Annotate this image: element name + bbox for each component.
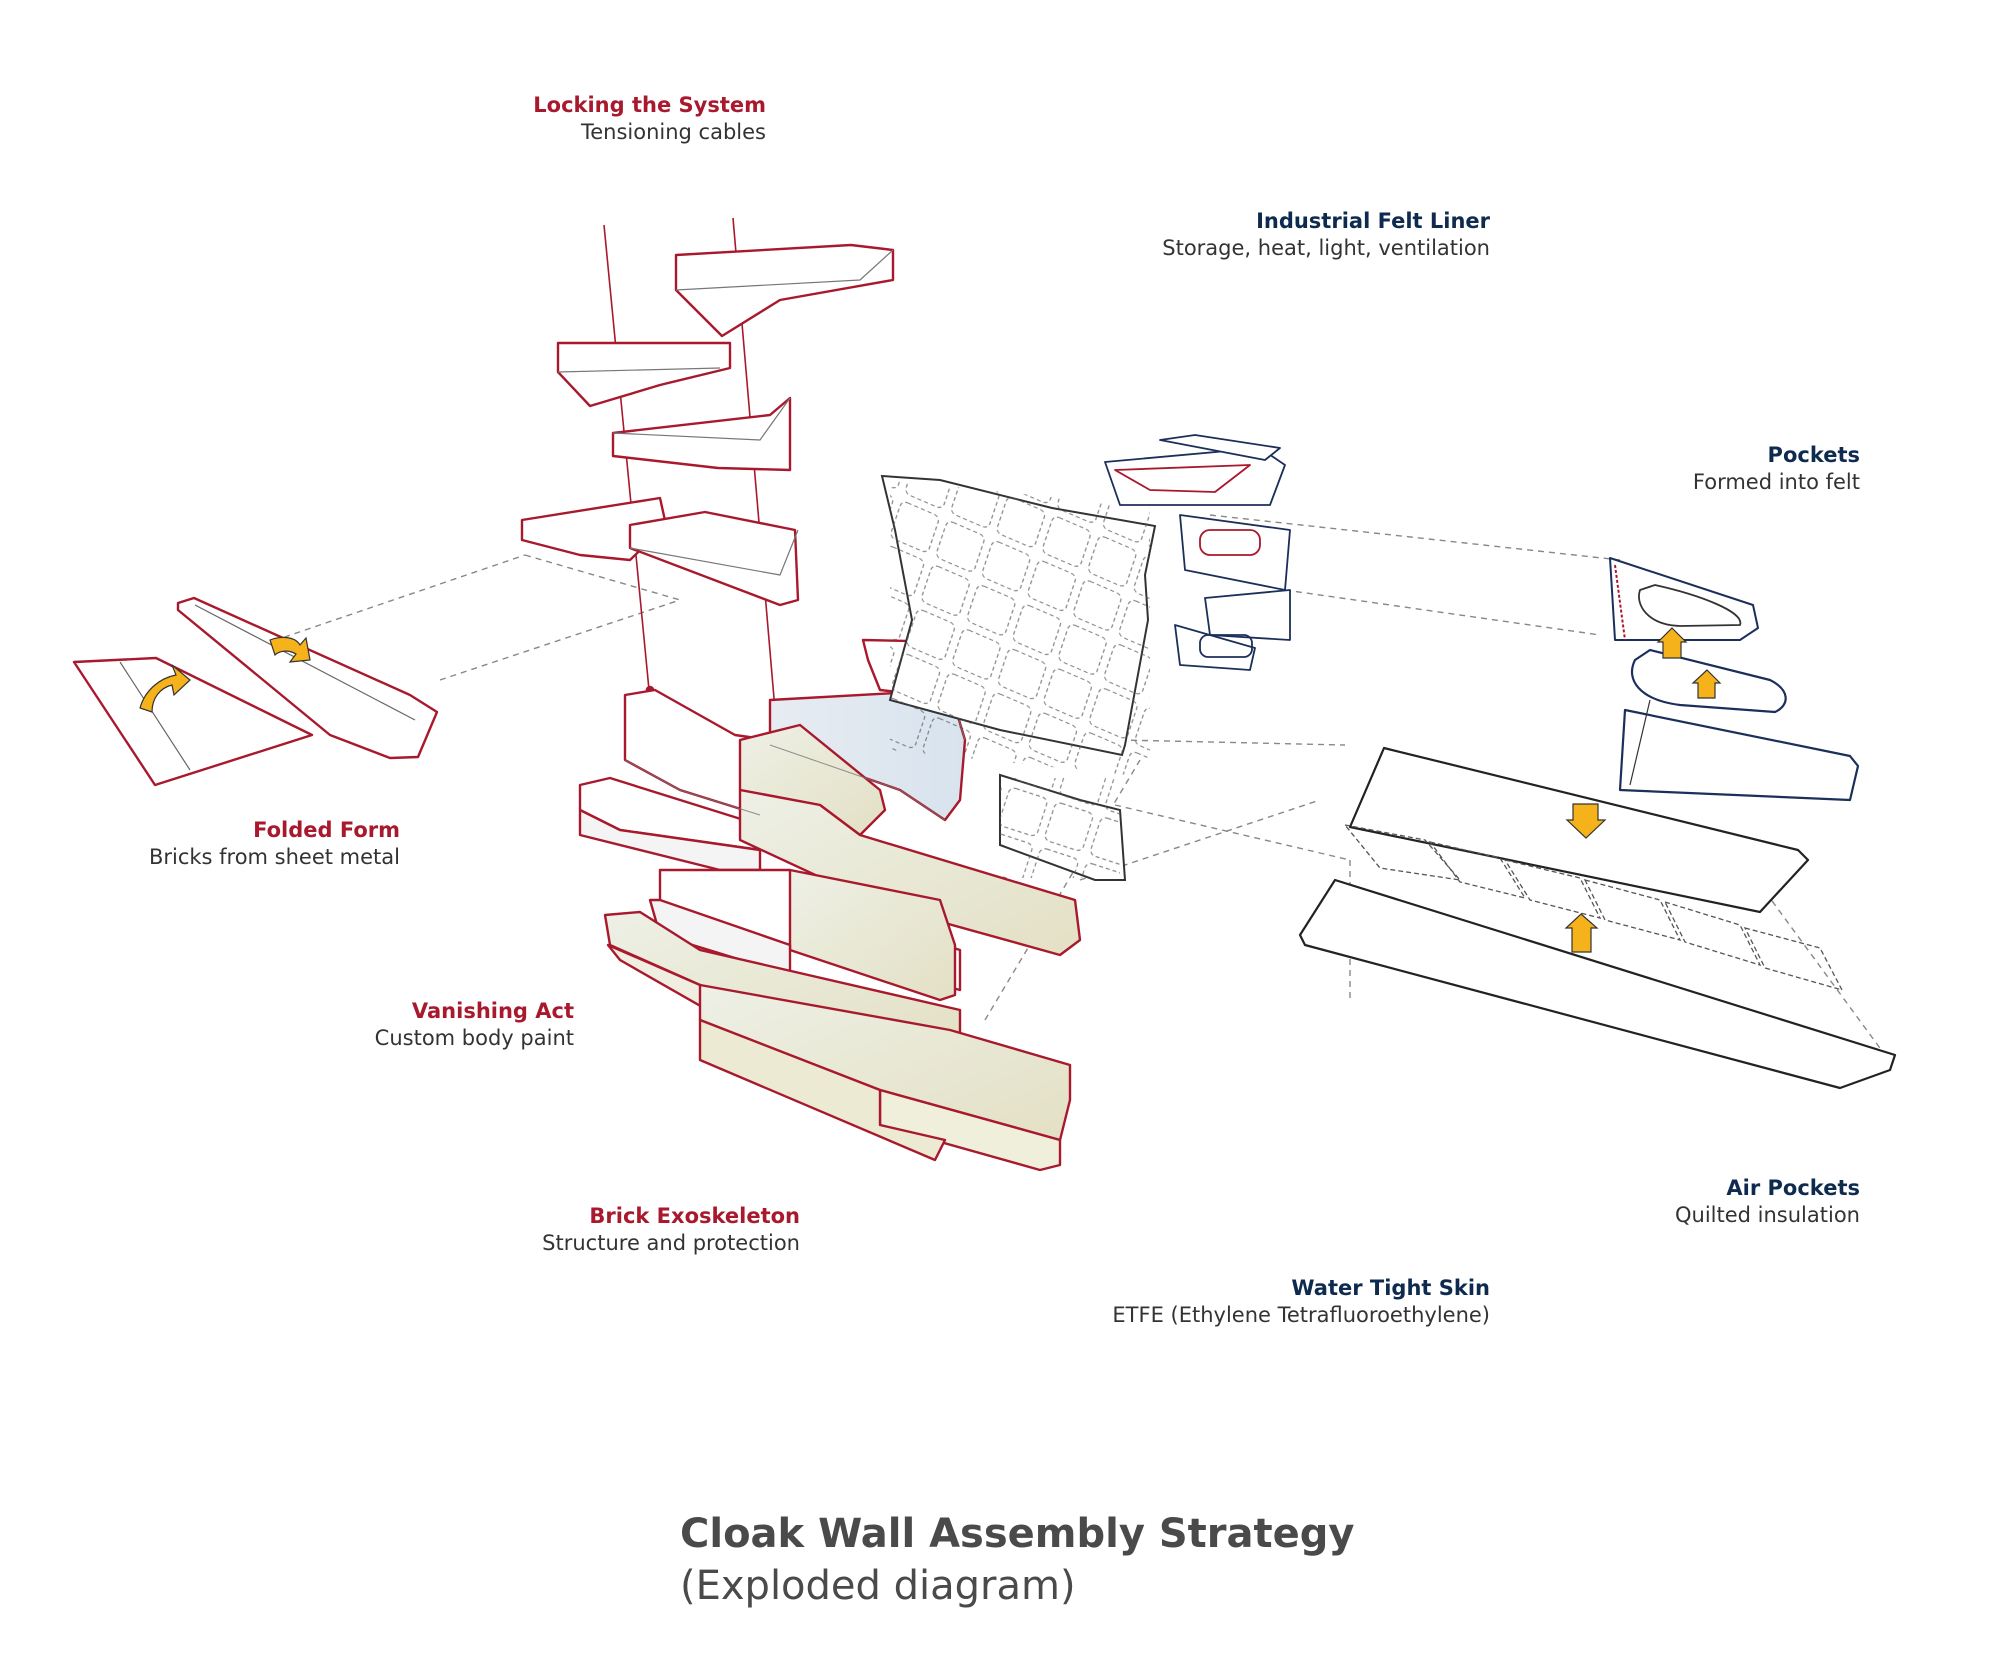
label-sub: Storage, heat, light, ventilation — [1162, 235, 1490, 260]
label-heading: Pockets — [1767, 443, 1860, 467]
label-sub: Tensioning cables — [580, 119, 766, 144]
pocket-detail — [1609, 557, 1860, 802]
air-pocket-quilting — [1343, 824, 1844, 992]
label-air-pockets: Air Pockets Quilted insulation — [1560, 1175, 1860, 1229]
label-sub: ETFE (Ethylene Tetrafluoroethylene) — [1112, 1302, 1490, 1327]
label-locking-the-system: Locking the System Tensioning cables — [480, 92, 766, 146]
label-heading: Brick Exoskeleton — [589, 1204, 800, 1228]
label-heading: Air Pockets — [1726, 1176, 1860, 1200]
label-vanishing-act: Vanishing Act Custom body paint — [290, 998, 574, 1052]
label-sub: Bricks from sheet metal — [148, 844, 400, 869]
label-sub: Formed into felt — [1692, 469, 1860, 494]
label-water-tight-skin: Water Tight Skin ETFE (Ethylene Tetraflu… — [1000, 1275, 1490, 1329]
label-heading: Water Tight Skin — [1291, 1276, 1490, 1300]
label-heading: Industrial Felt Liner — [1256, 209, 1490, 233]
felt-liner-panels — [880, 474, 1157, 881]
label-sub: Structure and protection — [542, 1230, 800, 1255]
title-sub: (Exploded diagram) — [680, 1563, 1076, 1609]
label-folded-form: Folded Form Bricks from sheet metal — [90, 817, 400, 871]
label-brick-exoskeleton: Brick Exoskeleton Structure and protecti… — [480, 1203, 800, 1257]
fold-arrows — [139, 636, 311, 713]
folded-form-sheets — [72, 596, 439, 787]
diagram-title: Cloak Wall Assembly Strategy (Exploded d… — [680, 1508, 1354, 1612]
pocket-fins — [1104, 434, 1291, 671]
label-heading: Folded Form — [253, 818, 400, 842]
title-main: Cloak Wall Assembly Strategy — [680, 1511, 1355, 1557]
label-heading: Vanishing Act — [411, 999, 574, 1023]
label-industrial-felt-liner: Industrial Felt Liner Storage, heat, lig… — [1030, 208, 1490, 262]
label-heading: Locking the System — [533, 93, 766, 117]
floating-bricks — [520, 243, 895, 607]
label-pockets: Pockets Formed into felt — [1590, 442, 1860, 496]
assembly-arrows — [1564, 627, 1722, 953]
projection-lines — [231, 514, 1886, 1056]
label-sub: Custom body paint — [374, 1025, 574, 1050]
label-sub: Quilted insulation — [1675, 1202, 1860, 1227]
